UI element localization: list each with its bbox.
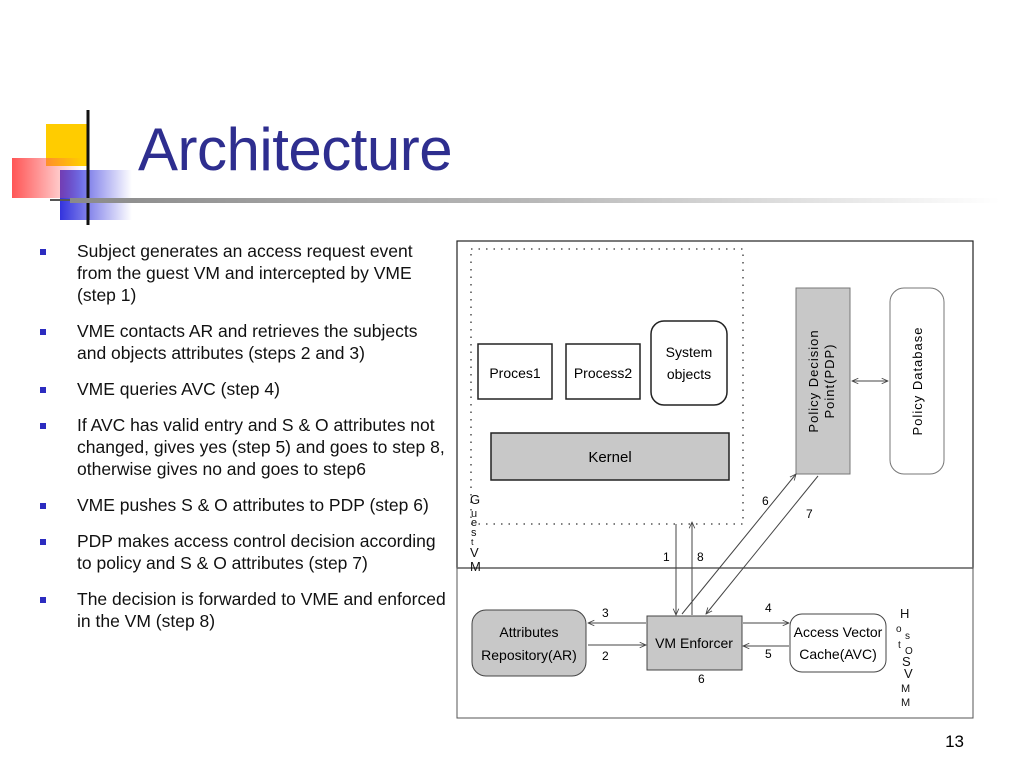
svg-text:M: M (901, 697, 910, 709)
bullet-marker (40, 249, 46, 255)
step-label-8: 8 (697, 550, 704, 564)
svg-text:G: G (470, 492, 480, 507)
process2-box: Process2 (565, 343, 641, 400)
svg-text:Repository(AR): Repository(AR) (481, 647, 577, 663)
bullet-item: VME queries AVC (step 4) (36, 378, 448, 400)
bullet-marker (40, 503, 46, 509)
bullet-marker (40, 387, 46, 393)
svg-text:t: t (898, 640, 901, 651)
svg-text:s: s (471, 527, 477, 539)
bullet-marker (40, 539, 46, 545)
svg-text:V: V (470, 545, 479, 560)
svg-text:Attributes: Attributes (499, 624, 558, 640)
decorative-logo (12, 110, 150, 225)
bullet-item: Subject generates an access request even… (36, 240, 448, 306)
svg-text:o: o (896, 624, 902, 635)
host-os-label: H o s t O S V M M (896, 606, 913, 709)
svg-text:VM Enforcer: VM Enforcer (655, 635, 733, 651)
bullet-text: VME queries AVC (step 4) (77, 379, 280, 399)
bullet-marker (40, 597, 46, 603)
bullet-list: Subject generates an access request even… (36, 240, 448, 646)
svg-text:H: H (900, 606, 909, 621)
svg-text:Point(PDP): Point(PDP) (822, 343, 837, 418)
svg-text:Policy Database: Policy Database (910, 327, 925, 436)
bullet-text: VME pushes S & O attributes to PDP (step… (77, 495, 429, 515)
svg-text:objects: objects (667, 366, 711, 382)
process1-box: Proces1 (477, 343, 553, 400)
bullet-text: The decision is forwarded to VME and enf… (77, 589, 446, 631)
svg-text:System: System (666, 344, 713, 360)
bullet-text: VME contacts AR and retrieves the subjec… (77, 321, 418, 363)
arrow-step7 (706, 475, 819, 614)
bullet-item: VME pushes S & O attributes to PDP (step… (36, 494, 448, 516)
step-label-7: 7 (806, 507, 813, 521)
svg-text:Cache(AVC): Cache(AVC) (799, 646, 877, 662)
svg-text:s: s (905, 631, 910, 642)
bullet-text: PDP makes access control decision accord… (77, 531, 436, 573)
lower-frame (456, 567, 974, 719)
bullet-marker (40, 423, 46, 429)
svg-text:O: O (905, 646, 913, 657)
svg-text:e: e (471, 517, 477, 529)
bullet-item: VME contacts AR and retrieves the subjec… (36, 320, 448, 364)
pdp-box: Policy Decision Point(PDP) (795, 287, 851, 475)
red-block (12, 158, 82, 198)
guest-vm-label: G u e s t V M (470, 492, 481, 574)
step-label-2: 2 (602, 649, 609, 663)
bullet-text: If AVC has valid entry and S & O attribu… (77, 415, 445, 479)
step-label-3: 3 (602, 606, 609, 620)
bullet-item: If AVC has valid entry and S & O attribu… (36, 414, 448, 480)
step-label-4: 4 (765, 601, 772, 615)
svg-text:V: V (904, 666, 913, 681)
kernel-box: Kernel (490, 432, 730, 481)
step-label-6-top: 6 (762, 494, 769, 508)
policy-database-box: Policy Database (889, 287, 945, 475)
step-label-5: 5 (765, 647, 772, 661)
slide-title: Architecture (138, 116, 453, 183)
system-objects-box: System objects (650, 320, 728, 406)
attributes-repository-box: Attributes Repository(AR) (471, 609, 587, 677)
svg-text:Process2: Process2 (574, 365, 633, 381)
step-label-1: 1 (663, 550, 670, 564)
bullet-item: The decision is forwarded to VME and enf… (36, 588, 448, 632)
svg-text:u: u (471, 508, 477, 520)
avc-box: Access Vector Cache(AVC) (789, 613, 887, 673)
architecture-diagram: G u e s t V M Proces1 Process2 System ob… (456, 240, 974, 719)
svg-text:Kernel: Kernel (588, 449, 631, 466)
svg-text:Proces1: Proces1 (489, 365, 541, 381)
svg-text:t: t (471, 537, 474, 547)
page-number: 13 (945, 732, 964, 751)
svg-text:M: M (470, 559, 481, 574)
svg-text:M: M (901, 683, 910, 695)
vm-enforcer-box: VM Enforcer (646, 615, 743, 671)
guest-vm-boundary (470, 248, 744, 525)
arrow-step6 (681, 474, 796, 615)
bullet-item: PDP makes access control decision accord… (36, 530, 448, 574)
bullet-marker (40, 329, 46, 335)
step-label-6-bottom: 6 (698, 672, 705, 686)
svg-text:Policy Decision: Policy Decision (806, 329, 821, 432)
title-underline (70, 198, 1000, 203)
svg-text:S: S (902, 654, 911, 669)
bullet-text: Subject generates an access request even… (77, 241, 413, 305)
svg-text:Access Vector: Access Vector (794, 624, 883, 640)
